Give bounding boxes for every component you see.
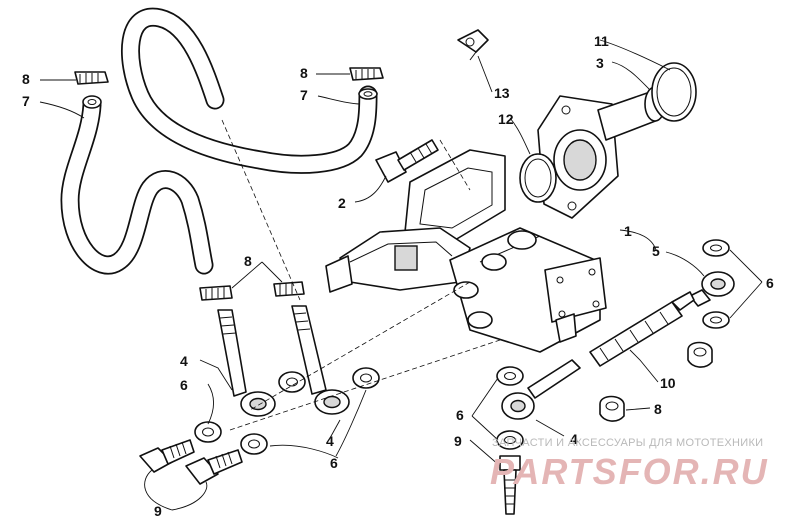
banjo-fitting-middle [291, 305, 350, 415]
bolt-bottom [499, 455, 521, 515]
callout-6: 6 [766, 275, 774, 291]
hose-left [60, 95, 214, 275]
callout-7: 7 [300, 87, 308, 103]
callout-6: 6 [330, 455, 338, 471]
callout-4: 4 [180, 353, 188, 369]
callout-4: 4 [570, 431, 578, 447]
bolt-middle [185, 449, 243, 485]
banjo-fitting-left [217, 309, 276, 417]
o-ring-11 [651, 62, 697, 122]
watermark-caption: ЗАПЧАСТИ И АКСЕССУАРЫ ДЛЯ МОТОТЕХНИКИ [492, 437, 763, 449]
clip-right-lower [599, 395, 625, 422]
bolt-2 [375, 139, 439, 183]
hose-upper [121, 7, 378, 174]
washers [194, 239, 730, 455]
o-ring-12 [519, 153, 557, 203]
hose-clamp-right [273, 281, 305, 297]
callout-9: 9 [154, 503, 162, 519]
callout-13: 13 [494, 85, 510, 101]
callout-12: 12 [498, 111, 514, 127]
callout-labels: 1 2 3 4 4 4 5 6 6 6 6 7 7 8 8 8 8 9 9 10… [22, 33, 774, 519]
callout-4: 4 [326, 433, 334, 449]
leader-lines [39, 39, 763, 511]
callout-6: 6 [456, 407, 464, 423]
hose-clamp-top-mid [349, 67, 384, 81]
callout-2: 2 [338, 195, 346, 211]
callout-8: 8 [654, 401, 662, 417]
banjo-fitting-right [501, 359, 581, 420]
bolt-left [139, 439, 195, 473]
watermark: ЗАПЧАСТИ И АКСЕССУАРЫ ДЛЯ МОТОТЕХНИКИ PA… [490, 437, 769, 492]
callout-8: 8 [244, 253, 252, 269]
watermark-brand: PARTSFOR.RU [490, 451, 769, 492]
hose-clamp-top-left [74, 71, 109, 85]
callout-1: 1 [624, 223, 632, 239]
callout-5: 5 [652, 243, 660, 259]
clip-13 [457, 29, 489, 61]
alignment-lines [221, 119, 501, 431]
callout-6: 6 [180, 377, 188, 393]
callout-9: 9 [454, 433, 462, 449]
oil-pump-assembly [325, 149, 607, 353]
clip-right-upper [687, 341, 713, 368]
callout-11: 11 [594, 33, 609, 49]
outlet-housing-3 [537, 86, 666, 219]
callout-3: 3 [596, 55, 604, 71]
fitting-5 [689, 271, 735, 307]
callout-10: 10 [660, 375, 676, 391]
callout-7: 7 [22, 93, 30, 109]
callout-8: 8 [22, 71, 30, 87]
hose-clamp-left [199, 285, 233, 301]
callout-8: 8 [300, 65, 308, 81]
tube-10 [589, 291, 695, 367]
